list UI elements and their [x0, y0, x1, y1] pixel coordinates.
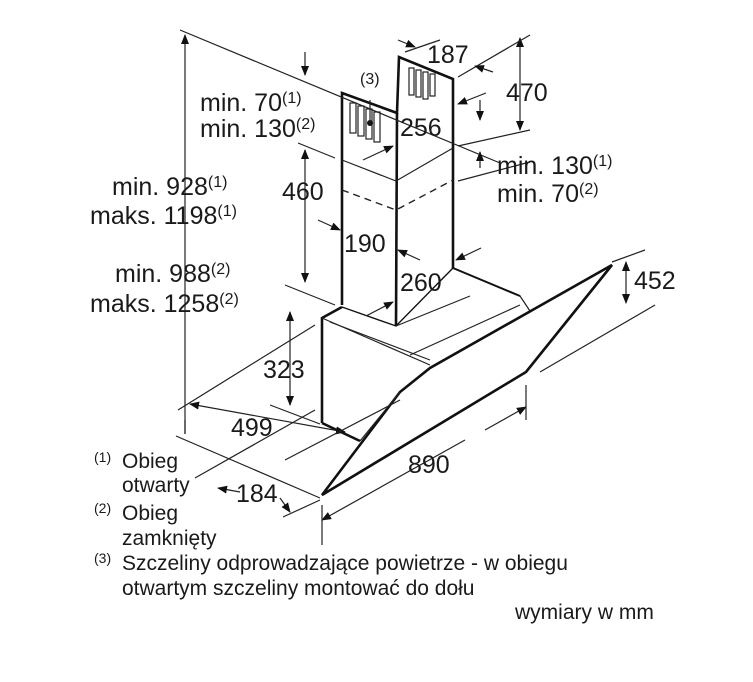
legend-note-1-line-1: Obieg: [122, 450, 178, 473]
legend-note-1-number: (1): [94, 449, 111, 465]
units-note: wymiary w mm: [514, 601, 654, 624]
dim-glass-height: 452: [634, 267, 676, 295]
dim-depth: 499: [231, 414, 273, 442]
dim-chimney-lower-height: 460: [282, 178, 324, 206]
dim-body-height: 323: [263, 356, 305, 384]
total-open-max: maks. 1198(1): [90, 202, 237, 230]
total-closed-max: maks. 1258(2): [90, 290, 239, 318]
legend-note-3-line-2: otwartym szczeliny montować do dołu: [122, 577, 474, 600]
legend-note-2-line-2: zamknięty: [122, 527, 217, 550]
total-closed-min: min. 988(2): [115, 260, 230, 288]
vent-ref-label: (3): [360, 71, 380, 88]
hood-body: [320, 267, 531, 443]
legend-note-2-line-1: Obieg: [122, 502, 178, 525]
legend-note-3-number: (3): [94, 550, 111, 566]
glass-panel: [320, 263, 614, 497]
dim-bottom-depth: 184: [236, 480, 278, 508]
right-gap-closed: min. 70(2): [497, 180, 599, 208]
total-open-min: min. 928(1): [112, 173, 227, 201]
vent-slots-icon: [349, 67, 436, 143]
legend-note-3-line-1: Szczeliny odprowadzające powietrze - w o…: [122, 552, 568, 575]
dim-chimney-depth: 187: [427, 41, 469, 69]
dim-slot-height: 256: [400, 114, 442, 142]
legend-note-2-number: (2): [94, 500, 111, 516]
chimney: [340, 55, 455, 327]
dim-chimney-width-outer: 260: [400, 269, 442, 297]
legend-note-1-line-2: otwarty: [122, 474, 190, 497]
right-gap-open: min. 130(1): [497, 152, 612, 180]
top-gap-closed: min. 130(2): [200, 115, 315, 143]
top-gap-open: min. 70(1): [200, 89, 302, 117]
dim-upper-height: 470: [506, 79, 548, 107]
dimension-lines: [175, 29, 656, 545]
legend: (1) Obieg otwarty (2) Obieg zamknięty (3…: [94, 449, 654, 624]
dim-width: 890: [408, 451, 450, 479]
dim-chimney-width: 190: [344, 230, 386, 258]
